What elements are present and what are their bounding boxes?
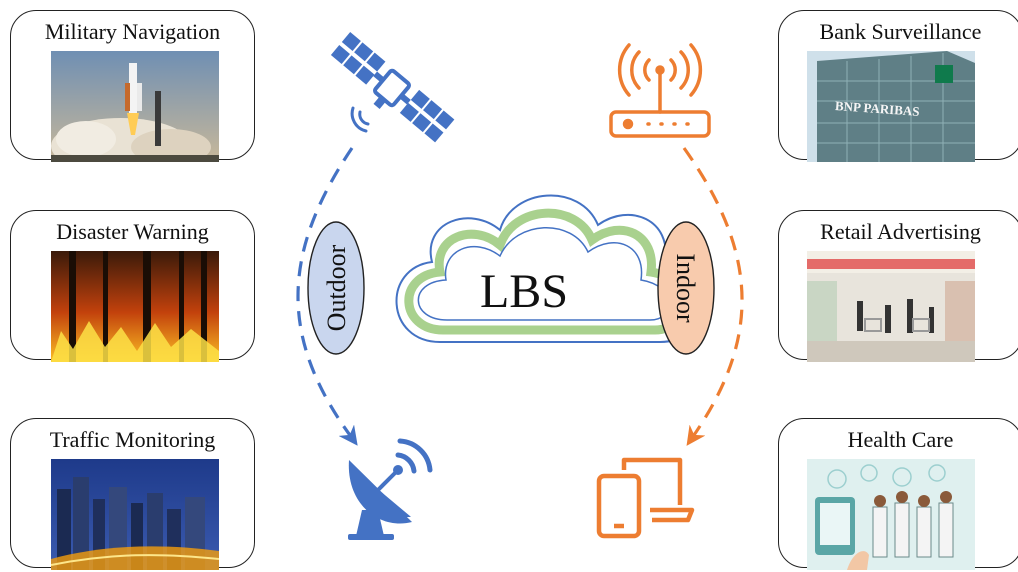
city-night-photo (51, 459, 219, 570)
card-title: Retail Advertising (820, 219, 981, 244)
rocket-launch-photo (51, 51, 219, 162)
bank-sign-text: BNP PARIBAS (835, 98, 920, 119)
outdoor-label: Outdoor (322, 244, 351, 331)
card-bank-surveillance: Bank Surveillance BNP PARIBAS (778, 10, 1018, 162)
indoor-ellipse (657, 221, 715, 355)
doctors-illustration (807, 459, 975, 570)
lbs-cloud (395, 194, 702, 343)
wifi-router-icon (609, 43, 711, 138)
lbs-label: LBS (480, 265, 568, 318)
indoor-flow-arrow (682, 147, 744, 446)
card-title: Traffic Monitoring (49, 427, 216, 452)
card-title: Disaster Warning (56, 219, 209, 244)
card-title: Health Care (847, 427, 954, 452)
bank-building-photo: BNP PARIBAS (807, 51, 975, 162)
indoor-label: Indoor (671, 253, 700, 323)
outdoor-ellipse (307, 221, 365, 355)
card-retail-advertising: Retail Advertising (778, 210, 1018, 362)
card-traffic-monitoring: Traffic Monitoring (10, 418, 255, 570)
satellite-signal-icon (350, 106, 370, 133)
outdoor-flow-arrow (296, 147, 358, 446)
card-title: Military Navigation (44, 19, 221, 44)
card-title: Bank Surveillance (819, 19, 982, 44)
card-health-care: Health Care (778, 418, 1018, 570)
satellite-dish-icon (348, 438, 433, 540)
tablet-laptop-icon (596, 457, 695, 539)
card-military-navigation: Military Navigation (10, 10, 255, 162)
card-disaster-warning: Disaster Warning (10, 210, 255, 362)
supermarket-photo (807, 251, 975, 362)
satellite-icon (330, 32, 455, 143)
forest-fire-photo (51, 251, 219, 362)
